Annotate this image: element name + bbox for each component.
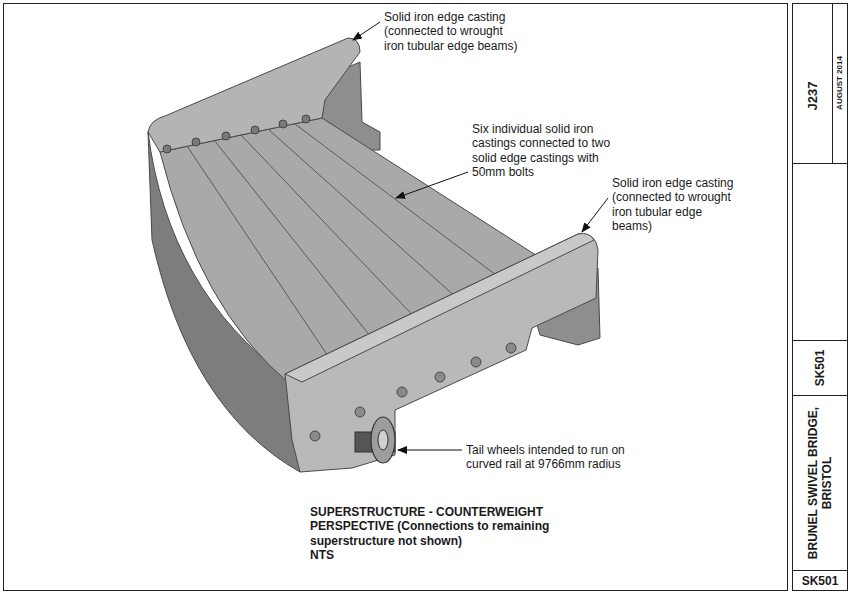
callout-text: Tail wheels intended to run on curved ra… <box>466 443 646 472</box>
left-edge-casting <box>148 38 360 152</box>
title-block <box>793 4 848 591</box>
bolts <box>310 343 516 441</box>
callout-text: Six individual solid iron castings conne… <box>472 122 614 180</box>
sheet-frame <box>4 4 788 591</box>
callout-text: Solid iron edge casting (connected to wr… <box>384 10 520 53</box>
job-number: J237 <box>805 82 821 111</box>
bolts <box>163 115 310 153</box>
leader-lines <box>353 22 608 450</box>
wheel-hub <box>378 430 388 450</box>
title-block-lines <box>792 3 848 571</box>
tail-wheel <box>371 417 395 463</box>
date: AUGUST 2014 <box>835 56 845 110</box>
right-edge-casting <box>285 234 598 472</box>
drawing-number: SK501 <box>792 574 848 588</box>
callout-text: Solid iron edge casting (connected to wr… <box>612 176 742 234</box>
project-title: BRUNEL SWIVEL BRIDGE, BRISTOL <box>806 401 835 566</box>
scale-note: NTS <box>310 548 390 562</box>
drawing-number: SK501 <box>813 350 827 387</box>
drawing-caption: SUPERSTRUCTURE - COUNTERWEIGHT PERSPECTI… <box>310 505 572 548</box>
casting-top <box>285 234 594 382</box>
